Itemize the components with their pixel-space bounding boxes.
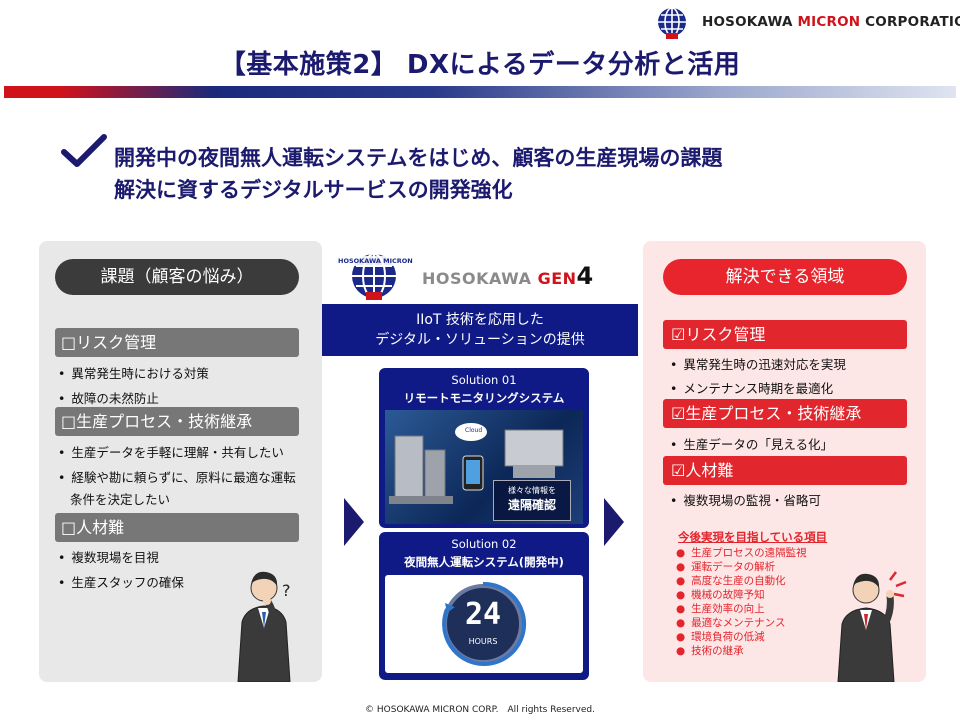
solution-02-label: Solution 02: [451, 537, 517, 551]
issue-item: 異常発生時における対策: [58, 363, 209, 382]
checkmark-icon: [61, 134, 107, 167]
solution-item: 複数現場の監視・省略可: [670, 490, 821, 509]
remote-check-caption: 様々な情報を 遠隔確認: [493, 480, 571, 521]
future-item: 生産プロセスの遠隔監視: [676, 545, 807, 560]
future-item: 機械の故障予知: [676, 587, 765, 602]
hours-label: HOURS: [468, 637, 498, 646]
machinery-illustration-icon: [389, 423, 564, 504]
thinking-person-illustration: ?: [237, 571, 291, 682]
pointing-person-illustration: [837, 571, 907, 682]
solutions-header-pill: 解決できる領域: [663, 259, 907, 295]
svg-text:?: ?: [282, 581, 291, 600]
arrow-right-icon: [344, 498, 364, 546]
gen4-wordmark: HOSOKAWA GEN4: [422, 262, 594, 290]
hosokawa-globe-emblem-icon: [338, 253, 410, 300]
caption-line-2: 遠隔確認: [507, 498, 556, 512]
24-hours-clock-icon: [442, 581, 527, 666]
solution-item: メンテナンス時期を最適化: [670, 378, 833, 397]
solution-01-name: リモートモニタリングシステム: [403, 391, 565, 405]
future-item: 技術の継承: [676, 643, 744, 658]
globe-logo-icon: [658, 7, 686, 39]
banner-line-1: IIoT 技術を応用した: [416, 312, 544, 328]
page-title: 【基本施策2】 DXによるデータ分析と活用: [219, 50, 741, 80]
future-item: 生産効率の向上: [676, 601, 765, 616]
issue-item: 複数現場を目視: [58, 547, 159, 566]
banner-line-2: デジタル・ソリューションの提供: [375, 332, 585, 348]
future-item: 運転データの解析: [676, 559, 775, 574]
cloud-label: Cloud: [465, 427, 483, 434]
future-item: 環境負荷の低減: [676, 629, 765, 644]
remote-monitoring-image: Cloud 様々な情報を 遠隔確認: [385, 410, 583, 524]
solution-staff-header: ☑人材難: [663, 456, 907, 485]
hosokawa-gen4-logo: HOSOKAWA MICRON HOSOKAWA GEN4: [336, 246, 626, 302]
issue-item: 生産スタッフの確保: [58, 572, 184, 591]
solution-risk-header: ☑リスク管理: [663, 320, 907, 349]
arrow-right-icon: [604, 498, 624, 546]
copyright-footer: © HOSOKAWA MICRON CORP. All rights Reser…: [365, 705, 595, 715]
future-goals-title: 今後実現を目指している項目: [678, 530, 828, 544]
issues-header-pill: 課題（顧客の悩み）: [55, 259, 299, 295]
emblem-badge-text: HOSOKAWA MICRON: [338, 257, 413, 265]
future-item: 高度な生産の自動化: [676, 573, 786, 588]
headline-line-1: 開発中の夜間無人運転システムをはじめ、顧客の生産現場の課題: [114, 146, 723, 170]
hours-number: 24: [464, 597, 502, 632]
solution-01-label: Solution 01: [451, 373, 517, 387]
solution-item: 異常発生時の迅速対応を実現: [670, 354, 846, 373]
iiot-banner: IIoT 技術を応用した デジタル・ソリューションの提供: [322, 304, 638, 356]
title-divider-bar: [4, 86, 956, 98]
solution-item: 生産データの「見える化」: [670, 434, 833, 453]
24-hour-operation-image: 24 HOURS: [385, 575, 583, 673]
solution-02-name: 夜間無人運転システム(開発中): [404, 555, 564, 569]
issue-risk-header: □リスク管理: [55, 328, 299, 357]
issue-item: 生産データを手軽に理解・共有したい: [58, 442, 284, 461]
future-item: 最適なメンテナンス: [676, 615, 785, 630]
company-name: HOSOKAWA MICRON CORPORATION: [702, 14, 960, 30]
headline-line-2: 解決に資するデジタルサービスの開発強化: [114, 178, 513, 202]
issue-item: 故障の未然防止: [58, 388, 159, 407]
caption-line-1: 様々な情報を: [508, 486, 556, 495]
solution-process-header: ☑生産プロセス・技術継承: [663, 399, 907, 428]
issue-item-continuation: 条件を決定したい: [70, 492, 171, 507]
issue-item: 経験や勘に頼らずに、原料に最適な運転: [58, 467, 295, 486]
company-logo: HOSOKAWA MICRON CORPORATION: [652, 6, 960, 40]
issue-process-header: □生産プロセス・技術継承: [55, 407, 299, 436]
issue-staff-header: □人材難: [55, 513, 299, 542]
